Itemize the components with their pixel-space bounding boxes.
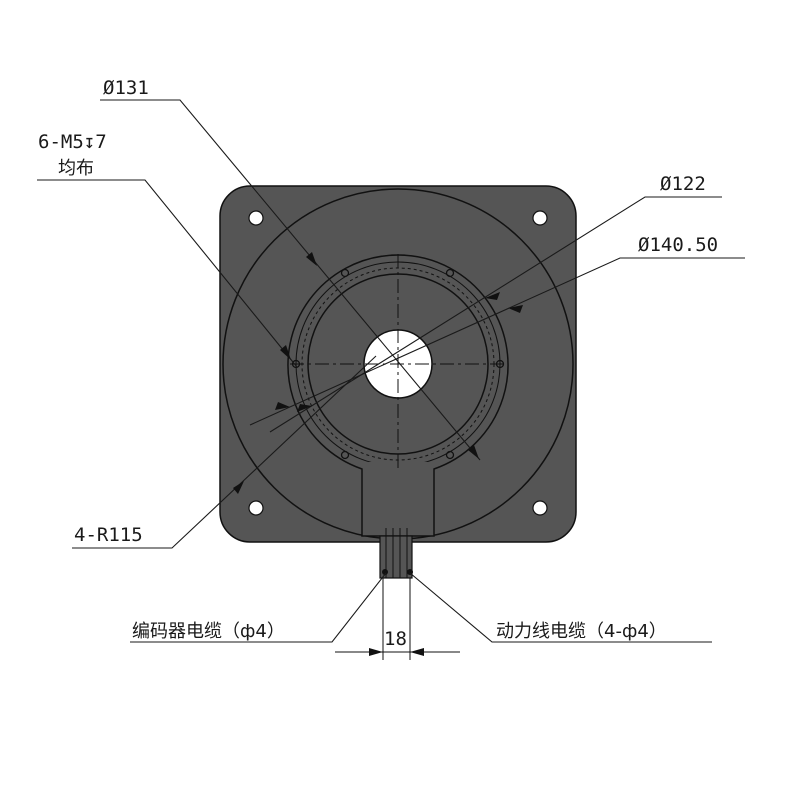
arrow-d122-a xyxy=(297,404,312,412)
leader-encoder xyxy=(130,572,387,643)
leader-power xyxy=(409,572,712,643)
leader-d122 xyxy=(269,196,722,433)
thread-hole xyxy=(445,450,455,460)
thread-hole xyxy=(445,268,455,278)
dim18-arrow-right xyxy=(410,648,424,656)
label-r115: 4-R115 xyxy=(74,524,143,546)
arrow-r115 xyxy=(233,481,244,494)
dim18-arrow-left xyxy=(369,648,383,656)
arrow-d131-a xyxy=(306,252,317,266)
leader-thread xyxy=(37,179,298,368)
arrow-d122-b xyxy=(485,292,500,300)
leader-d131 xyxy=(100,99,481,461)
label-d140: Ø140.50 xyxy=(638,234,718,256)
label-encoder-cable: 编码器电缆（ф4） xyxy=(132,621,285,642)
mount-hole-tr xyxy=(532,210,548,226)
cable-channel xyxy=(363,462,433,535)
thread-hole xyxy=(340,450,350,460)
cable-end xyxy=(407,569,413,575)
arrow-d140-b xyxy=(508,305,523,313)
label-thread-uniform: 均布 xyxy=(58,158,94,179)
label-power-cable: 动力线电缆（4-ф4） xyxy=(496,621,667,642)
arrow-d140-a xyxy=(275,402,290,410)
mount-hole-br xyxy=(532,500,548,516)
mount-hole-bl xyxy=(248,500,264,516)
cable-end xyxy=(382,569,388,575)
thread-hole xyxy=(291,359,301,369)
label-d131: Ø131 xyxy=(103,77,149,99)
arrow-d131-b xyxy=(468,445,479,459)
thread-hole xyxy=(340,268,350,278)
label-d122: Ø122 xyxy=(660,173,706,195)
label-dim18: 18 xyxy=(384,628,407,650)
leader-r115 xyxy=(72,355,377,549)
thread-hole xyxy=(495,359,505,369)
leader-d140 xyxy=(249,257,745,426)
mount-hole-tl xyxy=(248,210,264,226)
label-thread: 6-M5↧7 xyxy=(38,131,107,153)
arrow-thread xyxy=(280,345,291,360)
